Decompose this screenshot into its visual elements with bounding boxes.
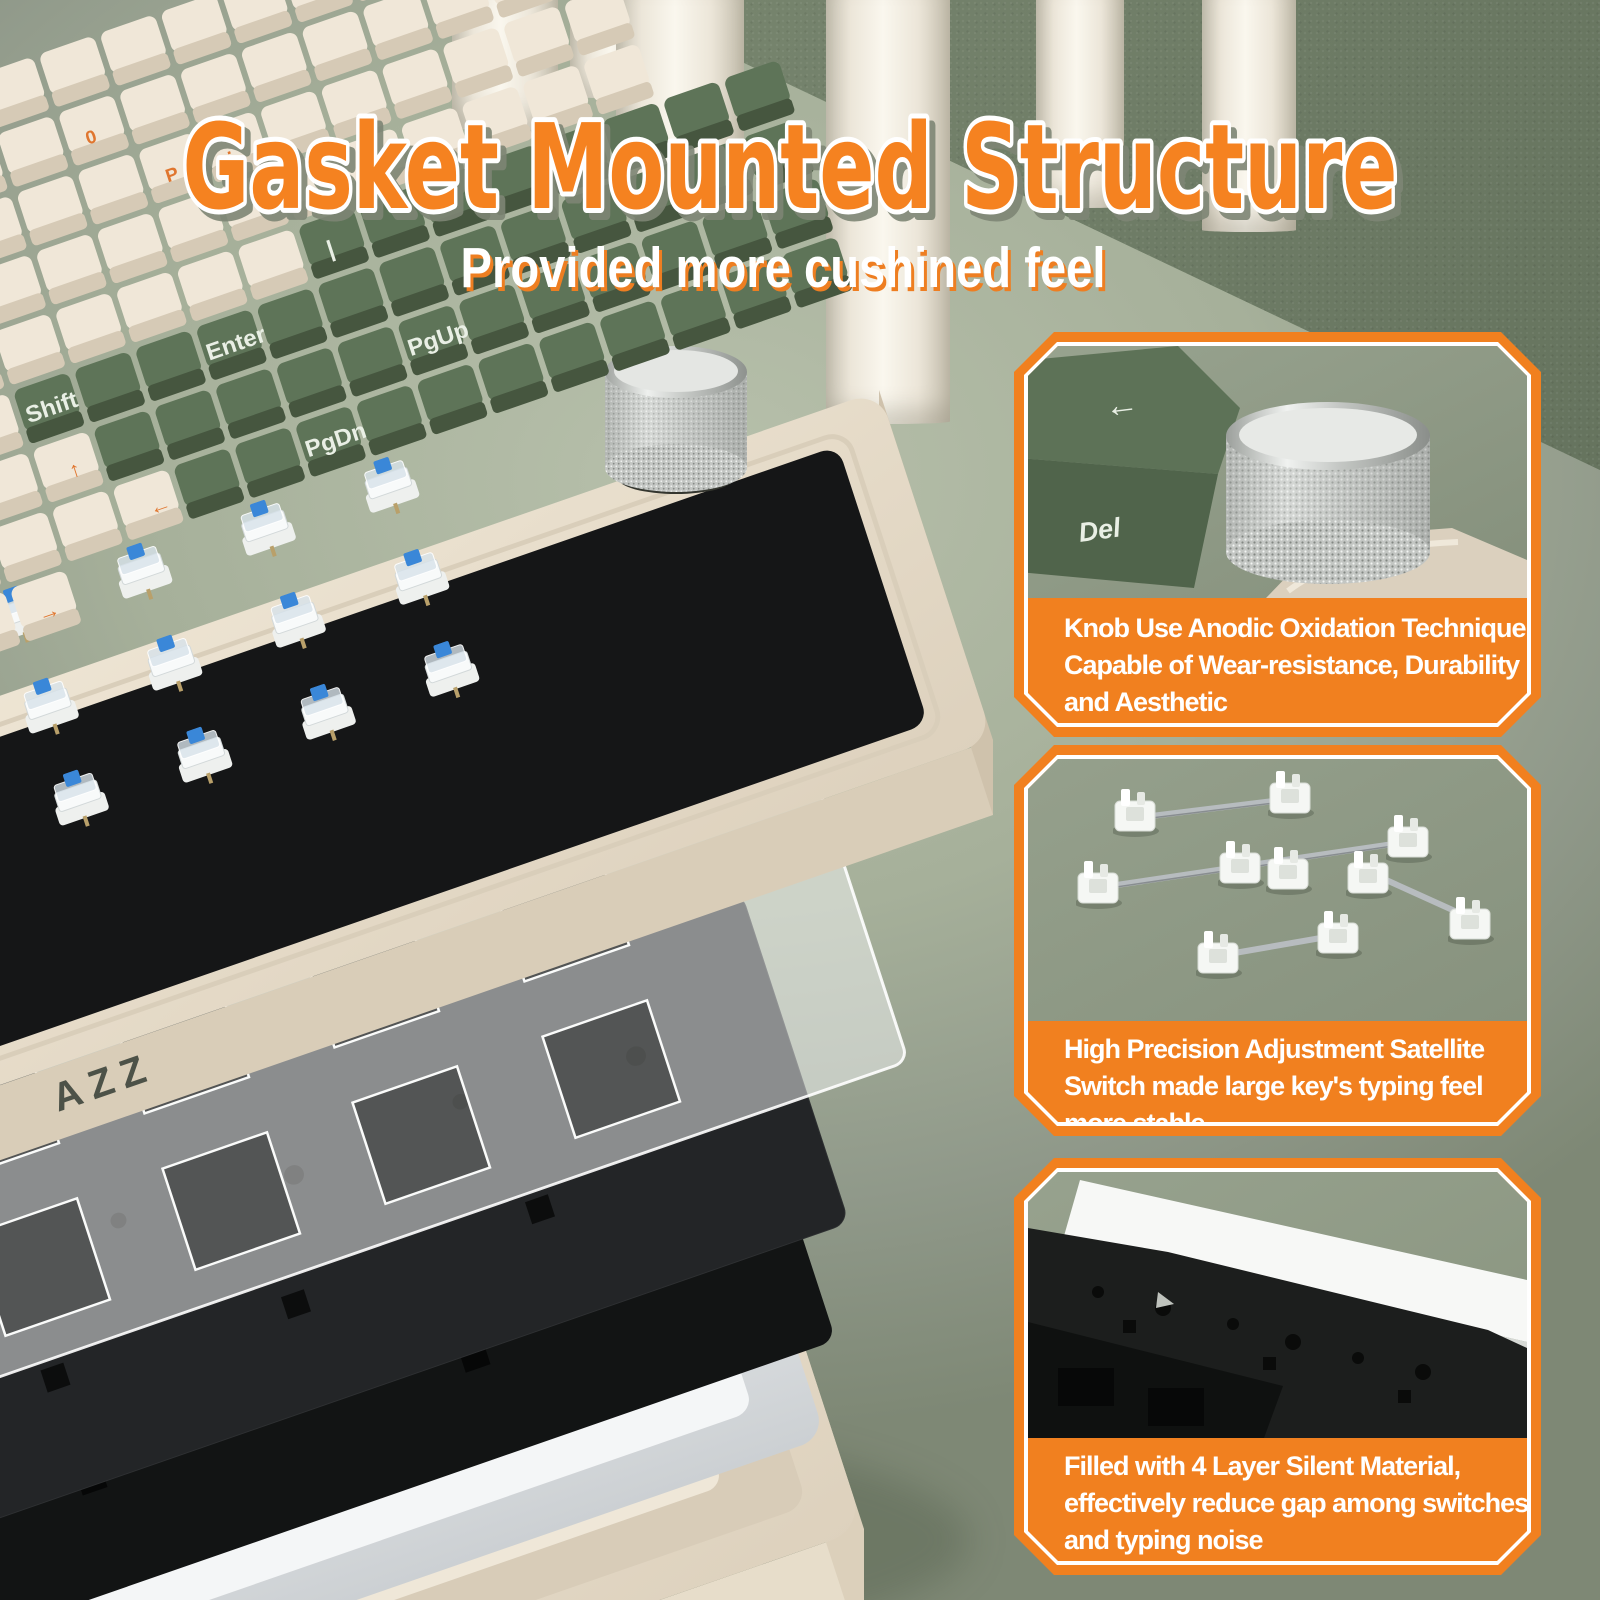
keycap [355,384,428,457]
lower-black-layer [1028,1322,1283,1438]
caption-line: Filled with 4 Layer Silent Material, [1064,1451,1461,1481]
page-subtitle: Provided more cushined feel [461,236,1106,300]
keycap [234,426,307,499]
switch [356,451,423,522]
keycap [214,367,287,440]
keycap [173,447,246,520]
caption-line: Knob Use Anodic Oxidation Technique, [1064,613,1527,643]
callout-card-satellite-switch: High Precision Adjustment Satellite Swit… [1014,745,1541,1136]
keycap [336,325,409,398]
card-caption: Filled with 4 Layer Silent Material, eff… [1064,1448,1521,1559]
stabilizers-photo [1028,759,1527,1021]
keycap [93,410,166,483]
keycap [538,321,611,394]
card-inner-outline: High Precision Adjustment Satellite Swit… [1024,755,1531,1126]
pillar-decoration [826,0,950,424]
keycap [134,330,207,403]
caption-line: High Precision Adjustment Satellite [1064,1034,1485,1064]
keycap [477,342,550,415]
del-keycap-label: Del [1077,512,1123,548]
caption-line: and typing noise [1064,1525,1263,1555]
arrow-left-keycap-label: ← [1102,384,1140,426]
volume-knob [605,346,747,494]
caption-line: Capable of Wear-resistance, Durability [1064,650,1520,680]
callout-card-silent-material: Filled with 4 Layer Silent Material, eff… [1014,1158,1541,1575]
card-inner-outline: Filled with 4 Layer Silent Material, eff… [1024,1168,1531,1565]
knob-closeup [1226,402,1430,584]
knob-photo: ← Del [1028,346,1527,598]
card-content: High Precision Adjustment Satellite Swit… [1028,759,1527,1122]
card-inner-outline: ← Del Knob Use Anodic Oxidation Tec [1024,342,1531,727]
p-key-label: P [163,162,181,186]
card-caption: Knob Use Anodic Oxidation Technique, Cap… [1064,610,1521,721]
card-caption: High Precision Adjustment Satellite Swit… [1064,1031,1521,1122]
keycap [154,389,227,462]
caption-line: and Aesthetic [1064,687,1228,717]
pillar-decoration [1202,0,1296,232]
keycap [275,346,348,419]
green-keycaps: ← Del [1028,346,1240,588]
switch [109,536,176,607]
header: Gasket Mounted Structure Provided more c… [178,93,1403,300]
keycap [0,511,63,583]
pillar-decoration [1036,0,1124,208]
keycap [416,363,489,436]
exploded-keyboard-illustration: AZZ Shift Enter PgUp PgDn | ↑ ← ↓ → 8 0 [0,0,993,1600]
card-content: Filled with 4 Layer Silent Material, eff… [1028,1172,1527,1561]
caption-line: more stable [1064,1105,1521,1122]
keycap [51,490,124,562]
callout-card-knob: ← Del Knob Use Anodic Oxidation Tec [1014,332,1541,737]
switch [232,493,299,564]
keycap [74,351,147,424]
card-content: ← Del Knob Use Anodic Oxidation Tec [1028,346,1527,723]
layers-photo [1028,1172,1527,1438]
page-title: Gasket Mounted Structure [183,98,1398,236]
top-case-layer: AZZ [0,390,993,1161]
caption-line: effectively reduce gap among switches [1064,1488,1527,1518]
caption-line: Switch made large key's typing feel [1064,1071,1483,1101]
